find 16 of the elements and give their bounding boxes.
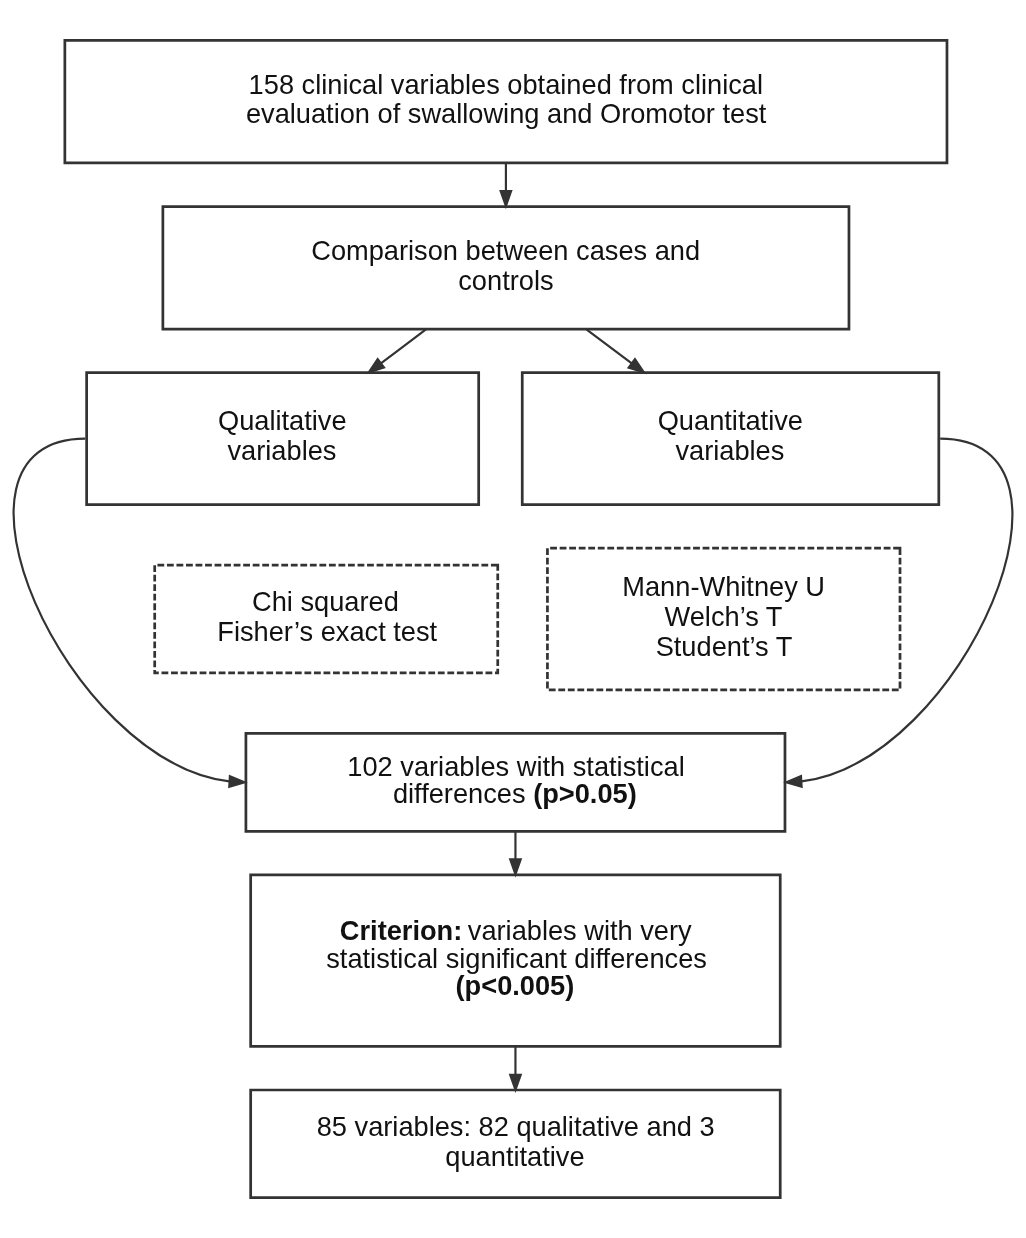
node-box: 102 variables with statistical differences (p>0.05)	[244, 732, 787, 833]
node-box: Mann-Whitney U Welch’s T Student’s T	[546, 546, 902, 692]
node-box: Qualitative variables	[85, 371, 481, 506]
node-box: Criterion: variables with very statistical significant differences (p<0.005)	[249, 873, 782, 1048]
node-box: Chi squared Fisher’s exact test	[153, 563, 500, 675]
node-box: 158 clinical variables obtained from clinical evaluation of swallowing and Oromotor test	[63, 39, 949, 165]
node-box: 85 variables: 82 qualitative and 3 quantitative	[249, 1088, 782, 1199]
arrow	[508, 831, 523, 878]
arrow	[783, 437, 1014, 789]
arrow	[585, 328, 647, 375]
node-box: Comparison between cases and controls	[161, 205, 851, 331]
node-box: Quantitative variables	[520, 371, 941, 506]
arrow	[366, 328, 427, 375]
arrow	[508, 1046, 523, 1094]
arrow	[499, 162, 513, 210]
arrow	[12, 437, 248, 789]
